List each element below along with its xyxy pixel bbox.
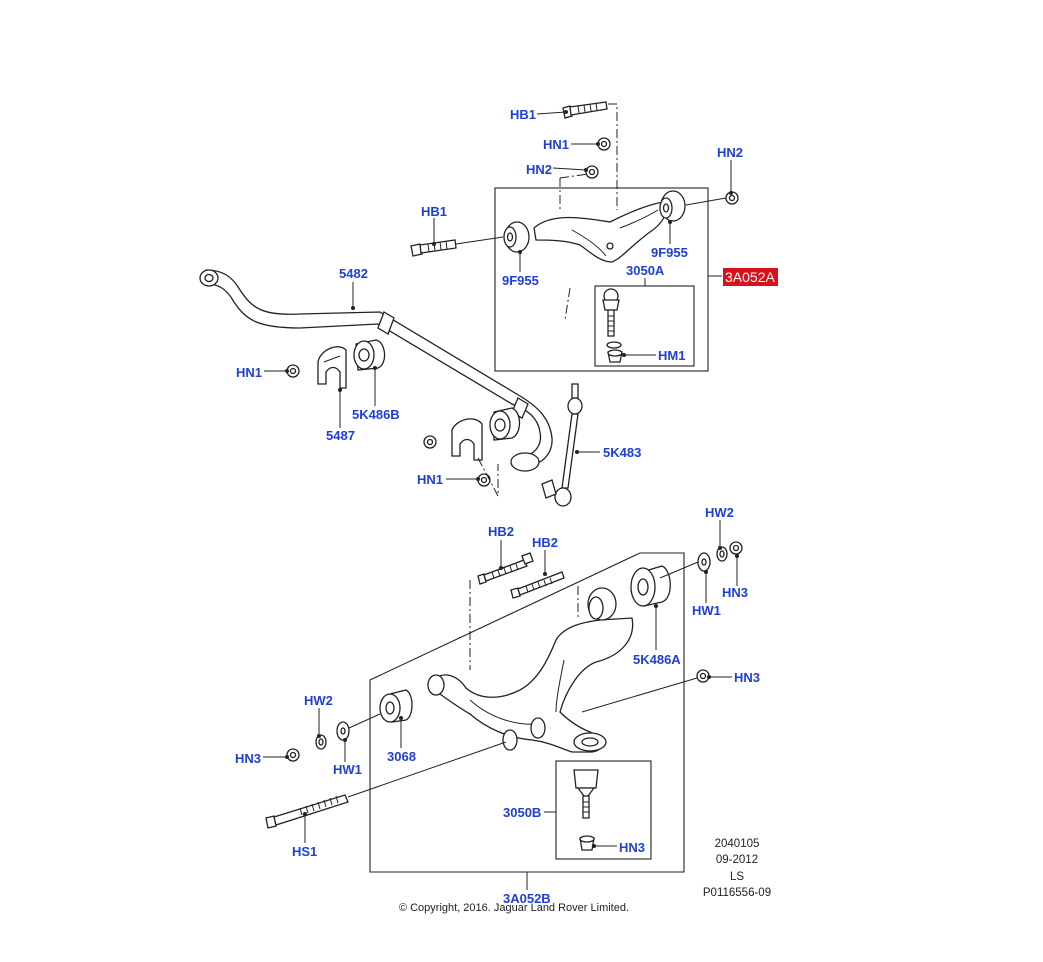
label-hb1-top[interactable]: HB1	[510, 107, 536, 122]
nut-hn3-left	[286, 748, 300, 762]
label-hn3-low[interactable]: HN3	[619, 840, 645, 855]
label-9f955-right[interactable]: 9F955	[651, 245, 688, 260]
clamp-5487-left	[317, 346, 347, 389]
nut-hn3-right	[729, 541, 743, 555]
upper-control-arm	[533, 201, 667, 263]
label-hs1[interactable]: HS1	[292, 844, 317, 859]
label-5487[interactable]: 5487	[326, 428, 355, 443]
label-3a052a[interactable]: 3A052A	[725, 269, 775, 285]
label-5k483[interactable]: 5K483	[603, 445, 641, 460]
label-hw2-right[interactable]: HW2	[705, 505, 734, 520]
label-3a052a-highlight[interactable]: 3A052A	[723, 268, 778, 286]
bush-9f955-right	[659, 190, 686, 222]
meta-line-2: 09-2012	[716, 854, 758, 866]
meta-line-1: 2040105	[715, 838, 760, 850]
washer-hw1-left	[336, 721, 350, 741]
label-hn3-mid[interactable]: HN3	[734, 670, 760, 685]
washer-hw1-right	[697, 552, 711, 572]
label-hb1-left[interactable]: HB1	[421, 204, 447, 219]
balljoint-3050b	[573, 769, 599, 851]
bush-3068	[379, 674, 445, 723]
label-hn2-right[interactable]: HN2	[717, 145, 743, 160]
stabilizer-link-5k483	[541, 383, 583, 507]
label-5k486a[interactable]: 5K486A	[633, 652, 681, 667]
lower-balljoint-box	[555, 760, 652, 860]
copyright-text: © Copyright, 2016. Jaguar Land Rover Lim…	[399, 902, 629, 914]
bush-5k486b	[353, 339, 386, 371]
nut-hn2-top	[585, 165, 599, 179]
bush-front-arm-end	[587, 587, 617, 621]
label-hw2-left[interactable]: HW2	[304, 693, 333, 708]
washer-hw2-right	[716, 546, 728, 562]
bush-mid	[489, 407, 521, 441]
label-3050a[interactable]: 3050A	[626, 263, 665, 278]
label-5482[interactable]: 5482	[339, 266, 368, 281]
label-hn1-mid[interactable]: HN1	[417, 472, 443, 487]
meta-line-3: LS	[730, 871, 744, 883]
bolt-hs1	[265, 741, 507, 829]
nut-hn1-mid	[477, 473, 491, 487]
bolt-hb2-a	[477, 552, 534, 585]
bolt-hb1-left	[410, 236, 504, 257]
lower-control-arm	[433, 617, 634, 753]
lower-arm-group-box	[369, 552, 685, 873]
label-hm1[interactable]: HM1	[658, 348, 685, 363]
label-hb2-b[interactable]: HB2	[532, 535, 558, 550]
meta-line-4: P0116556-09	[703, 887, 771, 899]
balljoint-3050a	[602, 288, 623, 363]
bolt-hb1-top	[562, 101, 608, 119]
label-hn1-left[interactable]: HN1	[236, 365, 262, 380]
label-hn1-top[interactable]: HN1	[543, 137, 569, 152]
label-3a052b[interactable]: 3A052B	[503, 891, 551, 906]
bolt-hb2-b	[510, 571, 565, 599]
label-hn2-top[interactable]: HN2	[526, 162, 552, 177]
label-3050b[interactable]: 3050B	[503, 805, 541, 820]
bush-5k486a	[630, 565, 671, 607]
upper-arm-group-box	[494, 187, 709, 372]
washer-hw2-left	[315, 734, 327, 750]
bush-9f955-left	[503, 221, 530, 253]
label-hw1-left[interactable]: HW1	[333, 762, 362, 777]
label-hn3-left[interactable]: HN3	[235, 751, 261, 766]
label-hb2-a[interactable]: HB2	[488, 524, 514, 539]
label-hn3-right[interactable]: HN3	[722, 585, 748, 600]
label-3068[interactable]: 3068	[387, 749, 416, 764]
nut-hn3-mid	[696, 669, 710, 683]
label-9f955-left[interactable]: 9F955	[502, 273, 539, 288]
clamp-mid	[451, 418, 483, 461]
label-hw1-right[interactable]: HW1	[692, 603, 721, 618]
nut-mid	[423, 435, 437, 449]
label-5k486b[interactable]: 5K486B	[352, 407, 400, 422]
